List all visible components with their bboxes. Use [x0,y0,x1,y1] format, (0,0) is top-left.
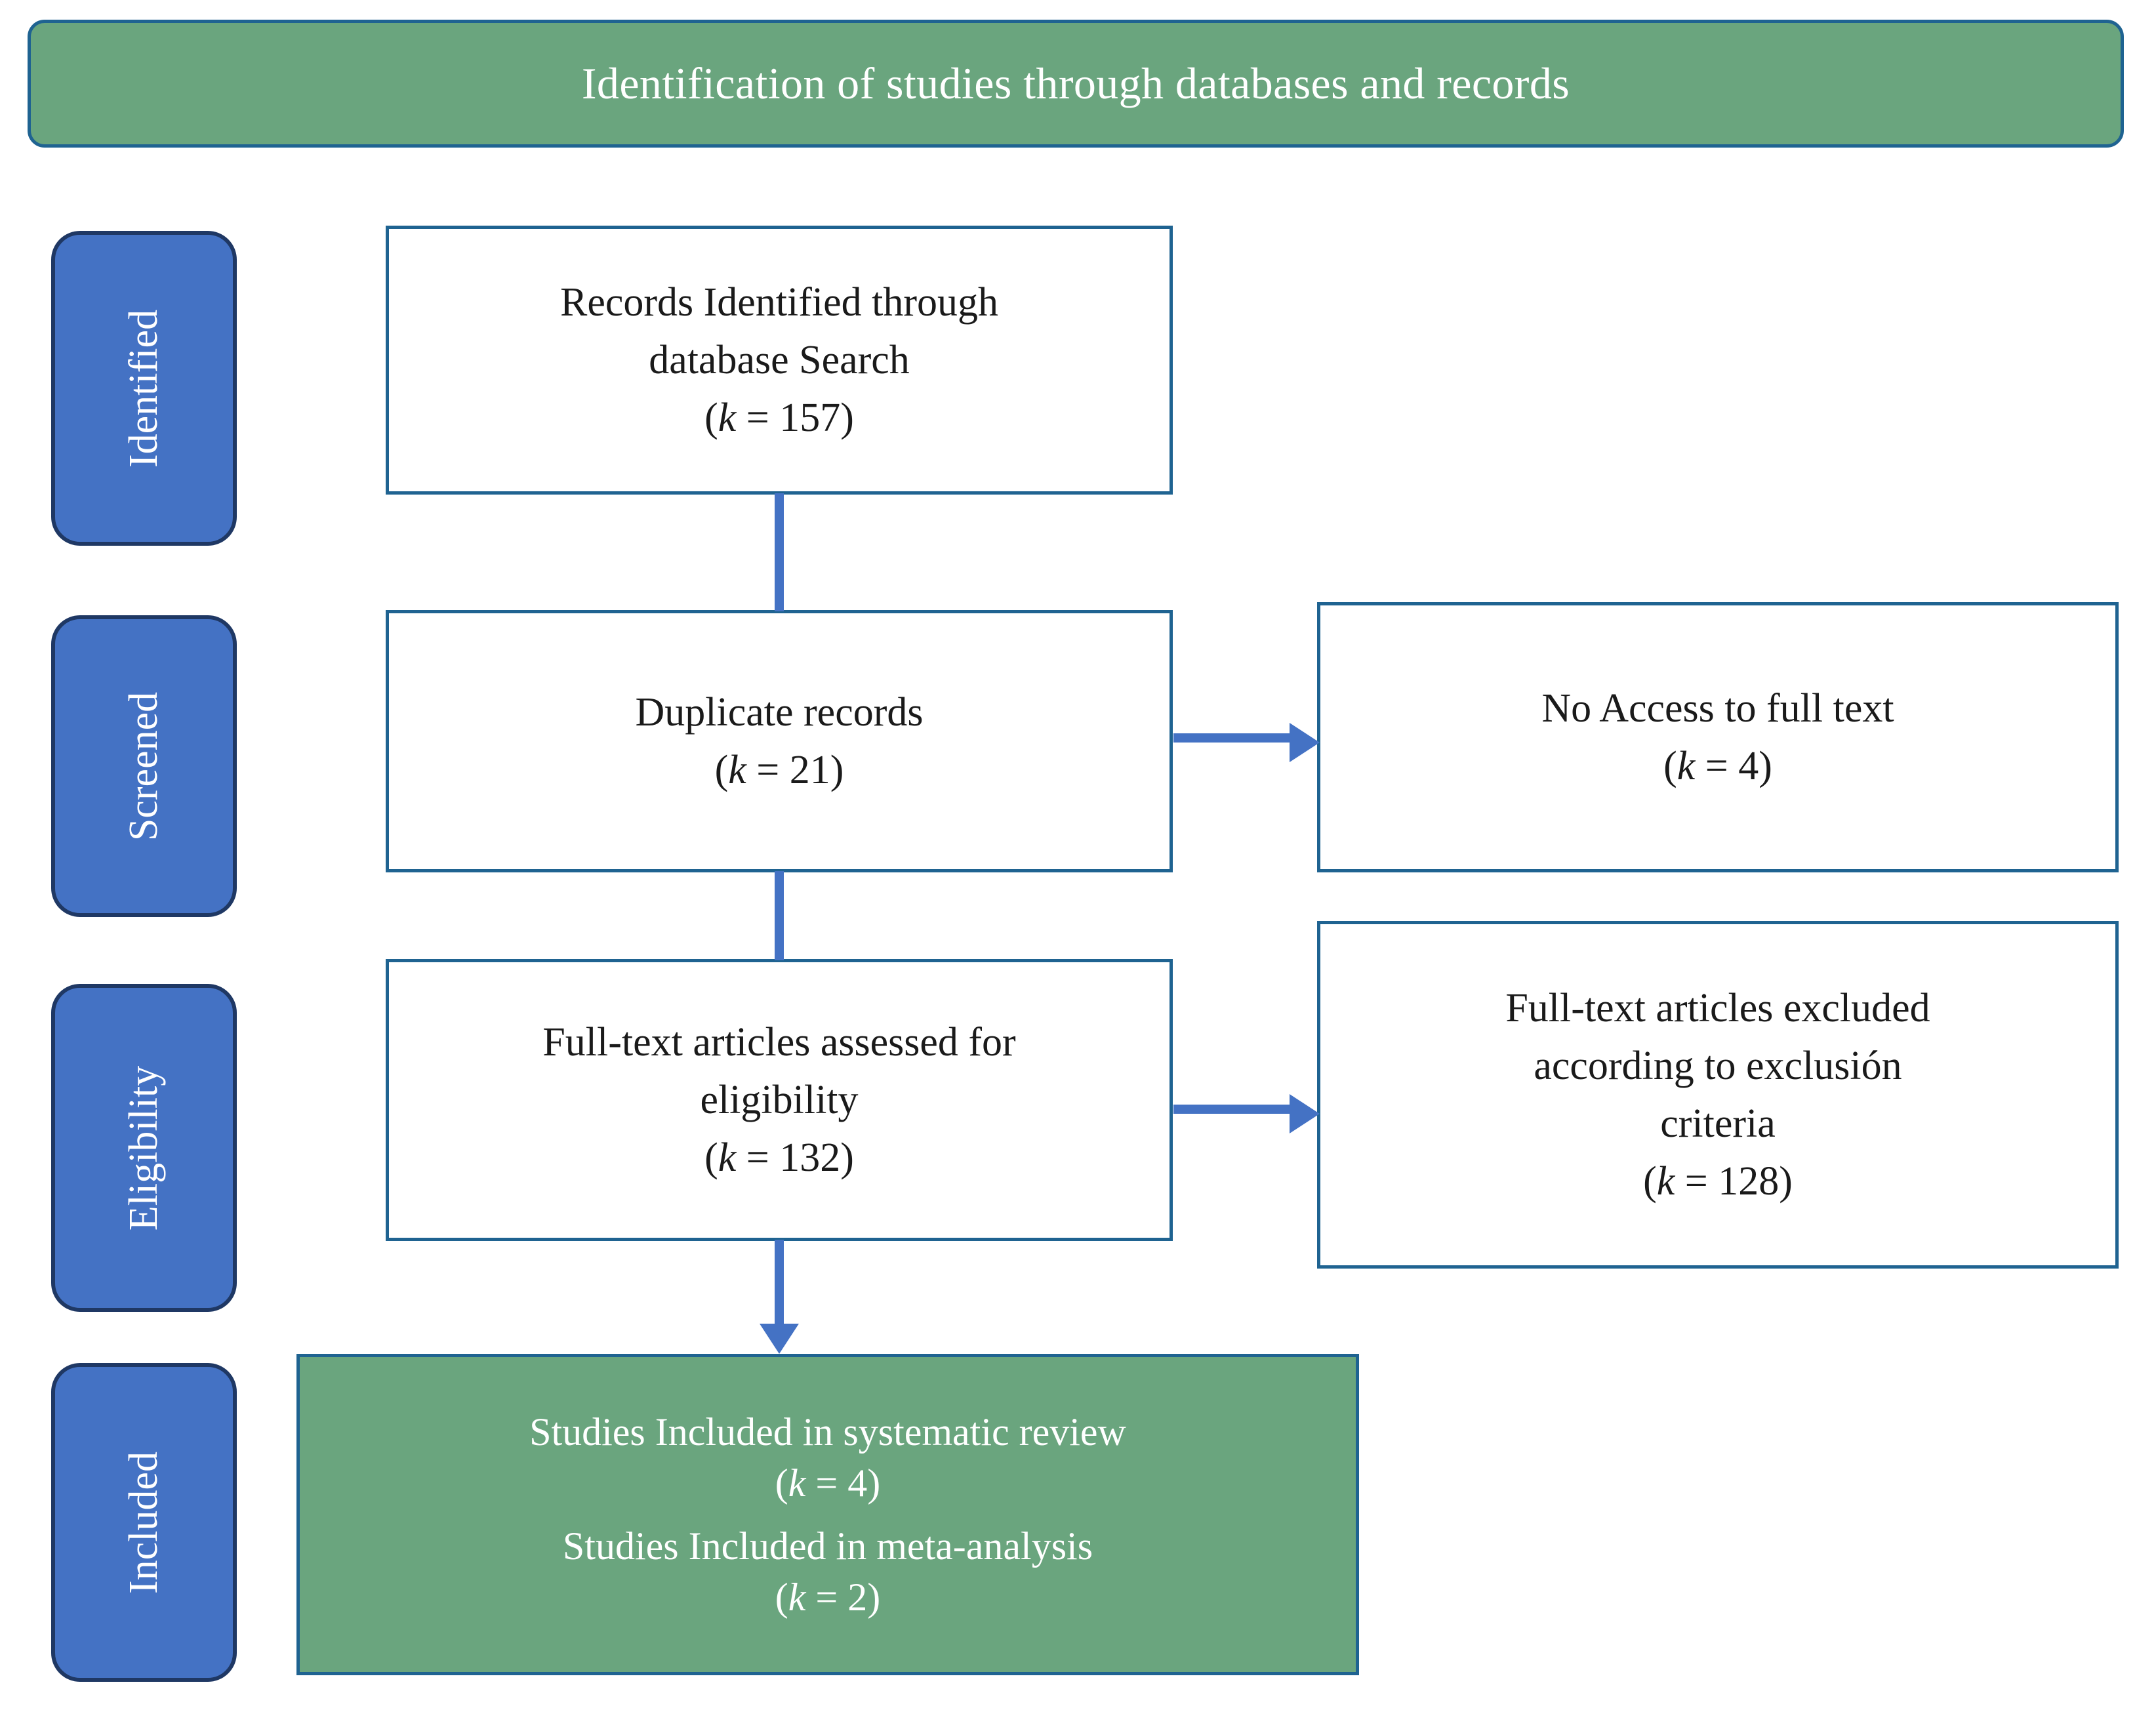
box-line: eligibility [700,1077,859,1122]
diagram-header-banner: Identification of studies through databa… [28,20,2124,148]
arrow-right-icon [1290,1094,1320,1133]
flow-box-studies-included: Studies Included in systematic review (k… [296,1354,1359,1675]
connector-eligibility-to-excluded [1173,1105,1292,1114]
box-line-meta-analysis: Studies Included in meta-analysis [562,1524,1093,1568]
flow-box-fulltext-assessed: Full-text articles assessed for eligibil… [386,959,1173,1241]
stage-label-eligibility: Eligibility [121,1065,166,1231]
box-count-systematic-review: (k = 4) [775,1461,881,1505]
box-count: (k = 4) [1663,744,1772,788]
flow-box-no-access-full-text: No Access to full text (k = 4) [1317,602,2119,872]
flow-box-duplicate-records: Duplicate records (k = 21) [386,610,1173,872]
arrow-down-icon [760,1324,799,1354]
box-line-systematic-review: Studies Included in systematic review [529,1410,1126,1454]
flow-box-records-identified: Records Identified through database Sear… [386,226,1173,495]
box-line: criteria [1660,1101,1776,1146]
connector-eligibility-to-included [775,1240,784,1325]
box-line: Duplicate records [635,689,924,735]
stage-label-identified: Identified [121,309,166,468]
flow-box-fulltext-excluded: Full-text articles excluded according to… [1317,921,2119,1269]
stage-pill-screened: Screened [51,615,237,917]
stage-pill-eligibility: Eligibility [51,984,237,1312]
diagram-title: Identification of studies through databa… [581,58,1570,108]
stage-label-screened: Screened [121,691,166,841]
box-line: according to exclusión [1534,1043,1902,1088]
box-count: (k = 157) [704,396,854,441]
connector-duplicates-to-eligibility [775,871,784,960]
stage-pill-included: Included [51,1363,237,1682]
box-line: database Search [649,337,910,382]
stage-pill-identified: Identified [51,231,237,546]
box-count: (k = 132) [704,1135,854,1181]
arrow-right-icon [1290,723,1320,762]
box-line: No Access to full text [1541,685,1894,731]
box-line: Full-text articles assessed for [542,1019,1016,1065]
box-line: Records Identified through [559,279,999,325]
box-line: Full-text articles excluded [1505,985,1930,1030]
connector-duplicates-to-noaccess [1173,733,1292,743]
connector-identified-to-duplicates [775,493,784,611]
stage-label-included: Included [121,1451,166,1594]
box-count-meta-analysis: (k = 2) [775,1576,881,1619]
box-count: (k = 21) [714,748,844,792]
box-count: (k = 128) [1643,1159,1793,1204]
